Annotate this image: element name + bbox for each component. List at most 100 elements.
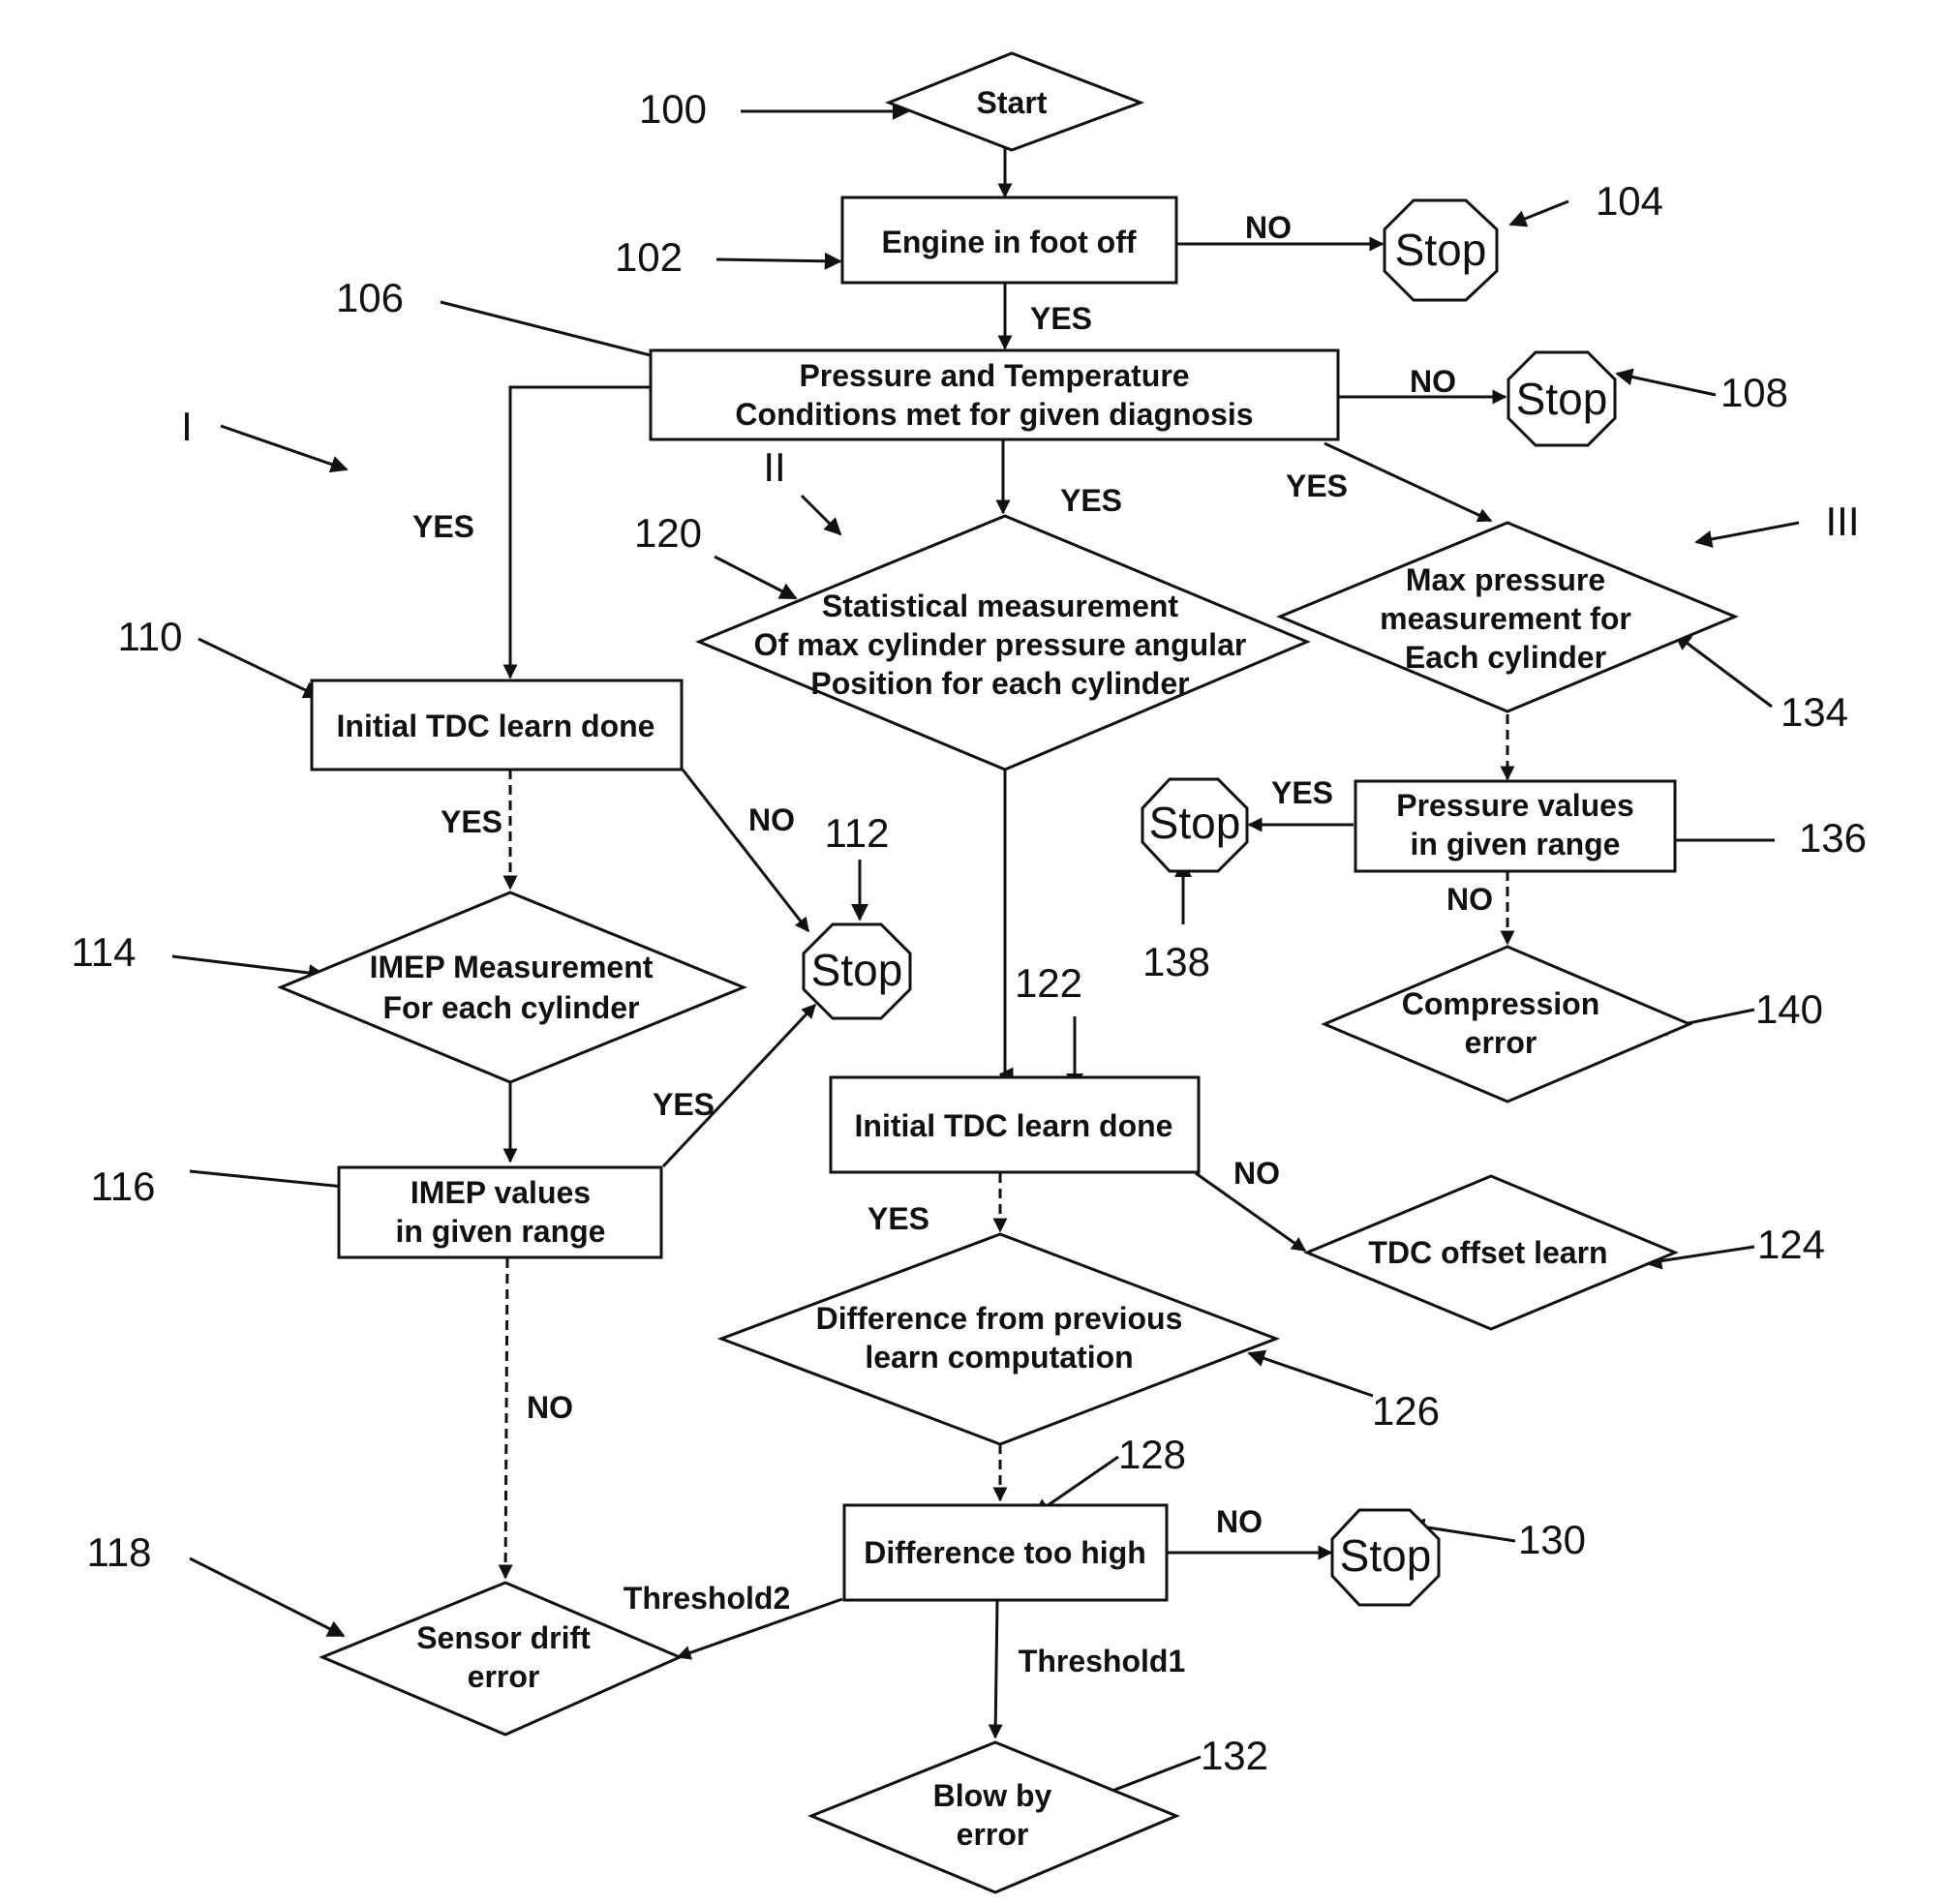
stop-130: Stop <box>1332 1510 1439 1605</box>
label-no-conditions: NO <box>1410 364 1456 399</box>
ref-134: 134 <box>1781 689 1848 735</box>
ref-128: 128 <box>1118 1432 1186 1477</box>
pointer-102 <box>716 259 840 261</box>
stop-108: Stop <box>1508 352 1615 445</box>
label-yes-left: YES <box>412 509 474 544</box>
conditions-line2: Conditions met for given diagnosis <box>735 397 1253 432</box>
pressure-values-line1: Pressure values <box>1396 788 1634 823</box>
label-threshold1: Threshold1 <box>1019 1644 1185 1678</box>
pressure-values-line2: in given range <box>1411 827 1621 861</box>
ref-132: 132 <box>1201 1733 1268 1778</box>
label-yes-tdc1: YES <box>441 804 502 839</box>
imep-values-box: IMEP values in given range <box>339 1167 661 1257</box>
label-no-tdc1: NO <box>748 802 795 837</box>
edge-conditions-to-maxpressure <box>1324 443 1491 521</box>
imep-measurement-line1b: For each cylinder <box>383 990 640 1025</box>
engine-foot-off-box: Engine in foot off <box>842 197 1176 283</box>
label-threshold2: Threshold2 <box>624 1581 790 1616</box>
engine-foot-off-text: Engine in foot off <box>881 225 1136 259</box>
label-no-pressure: NO <box>1446 882 1493 917</box>
max-pressure-line3: Each cylinder <box>1405 640 1606 675</box>
stop-108-text: Stop <box>1516 374 1608 424</box>
stop-138-text: Stop <box>1149 798 1241 848</box>
difference-too-high-box: Difference too high <box>844 1505 1167 1600</box>
ref-112: 112 <box>825 810 890 856</box>
statistical-line3: Position for each cylinder <box>810 666 1189 701</box>
tdc-offset-text: TDC offset learn <box>1368 1235 1607 1270</box>
imep-values-line2: in given range <box>396 1214 606 1249</box>
edge-toohigh-to-blowby <box>995 1601 997 1738</box>
label-no-imep-values: NO <box>527 1390 573 1425</box>
pointer-110 <box>198 639 320 697</box>
stop-112: Stop <box>804 924 910 1018</box>
pointer-134 <box>1675 634 1772 707</box>
stop-112-text: Stop <box>811 945 903 995</box>
compression-error-diamond: Compression error <box>1324 947 1689 1102</box>
pointer-118 <box>190 1558 344 1636</box>
edge-tdc1-to-stop112 <box>683 770 808 931</box>
conditions-box: Pressure and Temperature Conditions met … <box>651 350 1338 439</box>
difference-previous-diamond: Difference from previous learn computati… <box>721 1234 1276 1444</box>
label-no-tdc2: NO <box>1233 1156 1280 1191</box>
label-yes-engine: YES <box>1030 301 1092 336</box>
label-yes-pressure: YES <box>1271 775 1333 810</box>
conditions-line1: Pressure and Temperature <box>799 358 1189 393</box>
pointer-I <box>221 426 347 469</box>
ref-120: 120 <box>634 510 702 556</box>
difference-previous-line1: Difference from previous <box>816 1301 1183 1336</box>
ref-138: 138 <box>1142 939 1210 984</box>
pointer-108 <box>1617 374 1716 395</box>
max-pressure-diamond: Max pressure measurement for Each cylind… <box>1280 523 1735 711</box>
start-text: Start <box>977 85 1048 120</box>
edge-conditions-to-tdc1 <box>510 387 651 678</box>
edge-imepvalues-to-sensordrift <box>505 1258 507 1578</box>
label-yes-tdc2: YES <box>867 1201 929 1236</box>
sensor-drift-line2: error <box>468 1659 540 1694</box>
ref-II: II <box>763 444 785 490</box>
imep-measurement-diamond: IMEP Measurement For each cylinder <box>281 892 744 1082</box>
difference-previous-line2: learn computation <box>865 1340 1133 1375</box>
ref-126: 126 <box>1372 1388 1440 1434</box>
ref-118: 118 <box>87 1529 152 1575</box>
sensor-drift-line1: Sensor drift <box>416 1620 591 1655</box>
stop-104: Stop <box>1385 200 1497 300</box>
imep-values-line1: IMEP values <box>411 1175 591 1210</box>
stop-104-text: Stop <box>1395 225 1487 275</box>
pointer-104 <box>1510 201 1568 225</box>
label-no-engine: NO <box>1245 210 1292 245</box>
pointer-116 <box>190 1171 363 1189</box>
ref-136: 136 <box>1799 815 1867 861</box>
tdc-offset-learn-diamond: TDC offset learn <box>1307 1176 1675 1329</box>
ref-140: 140 <box>1755 986 1823 1032</box>
imep-measurement-line1: IMEP Measurement <box>370 950 654 984</box>
label-yes-right: YES <box>1286 468 1348 503</box>
initial-tdc-2-text: Initial TDC learn done <box>855 1108 1173 1143</box>
statistical-line1: Statistical measurement <box>822 589 1179 623</box>
statistical-diamond: Statistical measurement Of max cylinder … <box>699 516 1307 770</box>
statistical-line2: Of max cylinder pressure angular <box>754 627 1247 662</box>
initial-tdc-1-text: Initial TDC learn done <box>337 709 655 743</box>
ref-108: 108 <box>1720 370 1788 415</box>
pointer-114 <box>172 956 324 975</box>
label-yes-center: YES <box>1060 483 1122 518</box>
compression-line1: Compression <box>1402 986 1599 1021</box>
start-node: Start <box>889 53 1141 150</box>
pointer-III <box>1696 523 1799 542</box>
pressure-values-box: Pressure values in given range <box>1355 781 1675 871</box>
ref-130: 130 <box>1518 1517 1586 1562</box>
pointer-120 <box>715 557 796 598</box>
difference-too-high-text: Difference too high <box>864 1535 1146 1570</box>
label-no-toohigh: NO <box>1216 1504 1263 1539</box>
ref-I: I <box>181 404 193 449</box>
ref-114: 114 <box>72 929 137 975</box>
ref-III: III <box>1825 499 1859 544</box>
ref-124: 124 <box>1757 1222 1825 1267</box>
pointer-126 <box>1249 1353 1373 1396</box>
blow-by-line1: Blow by <box>933 1778 1052 1813</box>
edge-statistical-to-tdc2 <box>1000 770 1005 1074</box>
ref-104: 104 <box>1596 178 1663 224</box>
blow-by-line2: error <box>957 1817 1029 1852</box>
ref-102: 102 <box>615 234 683 280</box>
edge-imepvalues-to-stop112 <box>663 1005 815 1166</box>
